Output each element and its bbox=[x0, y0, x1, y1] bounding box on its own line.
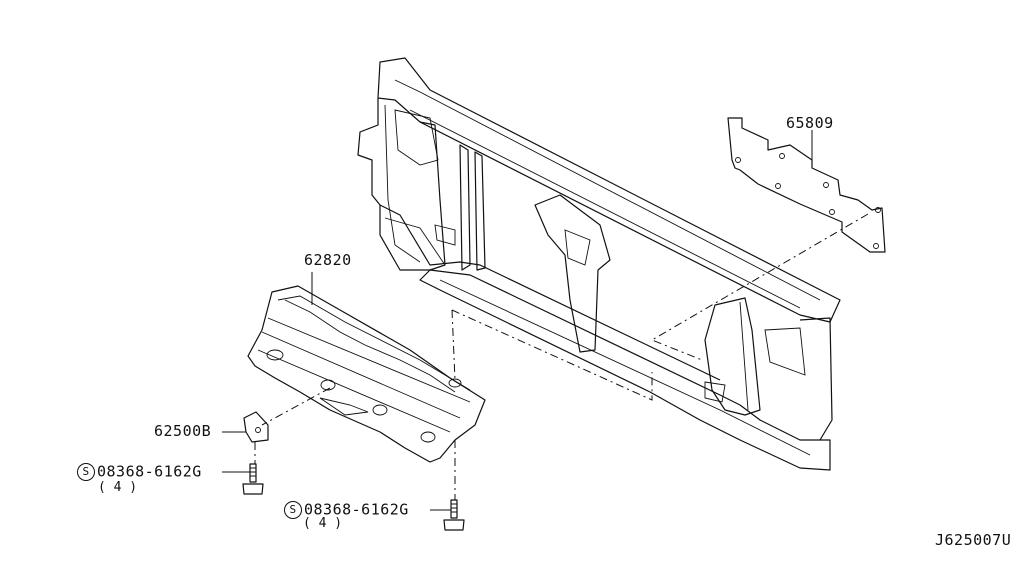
bolt-right bbox=[430, 499, 465, 531]
relation-lines bbox=[254, 213, 869, 500]
label-bolt-left-qty: ( 4 ) bbox=[98, 480, 138, 495]
drawing-code: J625007U bbox=[935, 531, 1012, 549]
s-symbol-icon: S bbox=[284, 501, 302, 519]
label-62820: 62820 bbox=[304, 251, 352, 269]
radiator-core-support bbox=[357, 57, 841, 471]
bolt-left-partno: 08368-6162G bbox=[97, 462, 202, 481]
bracket-62500b bbox=[222, 411, 269, 443]
bolt-right-partno: 08368-6162G bbox=[304, 500, 409, 519]
s-symbol-icon: S bbox=[77, 463, 95, 481]
label-62500b: 62500B bbox=[154, 422, 212, 440]
tray-62820 bbox=[247, 272, 486, 463]
bolt-left bbox=[222, 463, 264, 495]
plate-65809 bbox=[727, 117, 886, 253]
label-bolt-right-qty: ( 4 ) bbox=[303, 516, 343, 531]
label-65809: 65809 bbox=[786, 114, 834, 132]
